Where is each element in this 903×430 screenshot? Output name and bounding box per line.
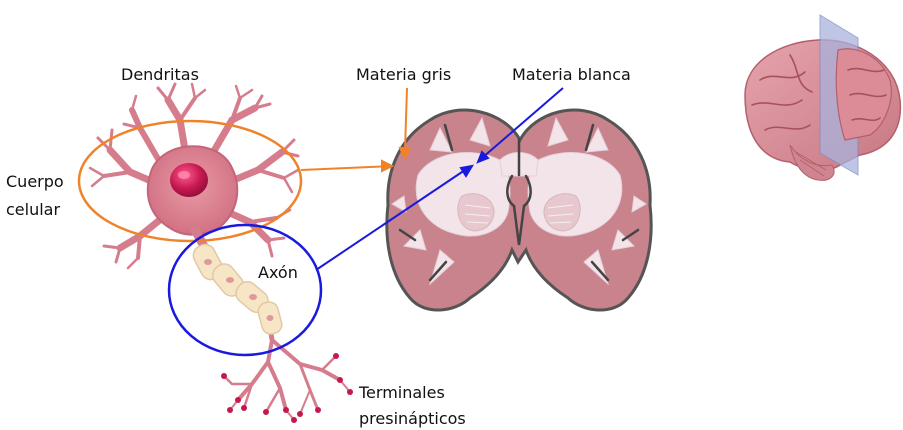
gray-matter-label: Materia gris — [356, 65, 451, 84]
brain-with-slice-plane — [745, 15, 900, 180]
axon-label: Axón — [258, 263, 298, 282]
orange-connector — [301, 88, 410, 171]
brain-coronal-section — [387, 110, 651, 310]
cell-body-label: Cuerpo — [6, 172, 64, 191]
nucleus — [170, 163, 208, 197]
myelin-sheath — [190, 241, 284, 336]
terminals-label-2: presinápticos — [359, 409, 466, 428]
neuron-illustration — [90, 84, 353, 423]
dendrites-label: Dendritas — [121, 65, 199, 84]
terminals-label: Terminales — [358, 383, 445, 402]
white-matter-label: Materia blanca — [512, 65, 631, 84]
cell-body-label-2: celular — [6, 200, 60, 219]
